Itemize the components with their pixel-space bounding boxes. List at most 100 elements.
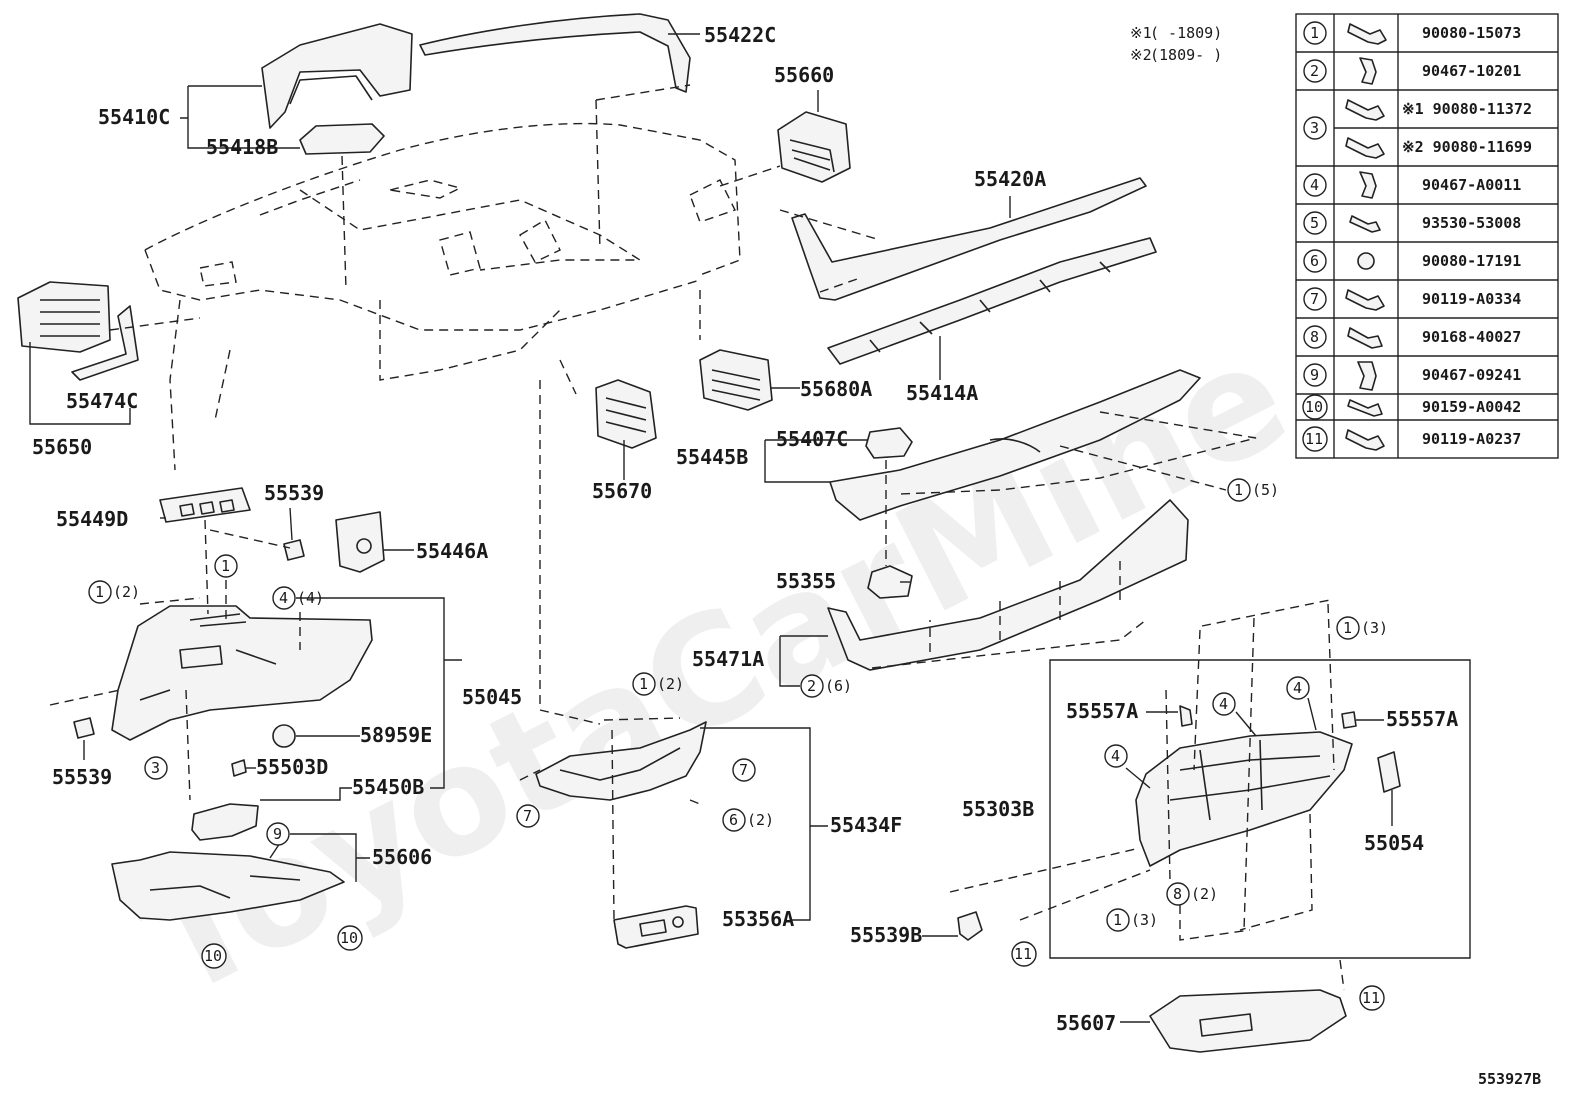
label-55670: 55670 bbox=[592, 479, 652, 503]
callout-6-2: 6 (2) bbox=[722, 808, 774, 832]
callout-1-5: 1 (5) bbox=[1227, 478, 1279, 502]
note-2-mark: ※2 bbox=[1130, 46, 1152, 64]
glovebox-55303B-shape bbox=[1135, 731, 1353, 867]
dashboard-outline bbox=[144, 122, 741, 471]
note-1-range: ( -1809) bbox=[1150, 24, 1222, 42]
screw-icon bbox=[1349, 215, 1381, 233]
label-55503D: 55503D bbox=[256, 755, 328, 779]
hood-55410C-shape bbox=[261, 23, 413, 129]
svg-text:1: 1 bbox=[95, 583, 104, 601]
label-55410C: 55410C bbox=[98, 105, 170, 129]
callout-1-3-top: 1 (3) bbox=[1336, 616, 1388, 640]
part-55355-shape bbox=[867, 565, 913, 599]
note-2-range: (1809- ) bbox=[1150, 46, 1222, 64]
svg-text:10: 10 bbox=[340, 929, 358, 947]
label-55445B: 55445B bbox=[676, 445, 748, 469]
svg-text:7: 7 bbox=[739, 761, 748, 779]
svg-text:1: 1 bbox=[1343, 619, 1352, 637]
svg-text:90080-15073: 90080-15073 bbox=[1422, 24, 1521, 42]
label-55539-upper: 55539 bbox=[264, 481, 324, 505]
callout-1-2-left: 1 (2) bbox=[88, 580, 140, 604]
svg-text:(3): (3) bbox=[1131, 911, 1158, 929]
damper-55054-shape bbox=[1377, 751, 1401, 793]
clip-55539b-shape bbox=[73, 717, 95, 739]
svg-text:11: 11 bbox=[1362, 989, 1380, 1007]
label-55471A: 55471A bbox=[692, 647, 764, 671]
knob-58959E-shape bbox=[272, 724, 296, 748]
callout-2-6: 2 (6) bbox=[800, 674, 852, 698]
callout-1-2-middle: 1 (2) bbox=[632, 672, 684, 696]
label-55422C: 55422C bbox=[704, 23, 776, 47]
callout-10-left: 10 bbox=[201, 943, 227, 969]
svg-text:2: 2 bbox=[1310, 62, 1319, 80]
callout-11-left: 11 bbox=[1011, 941, 1037, 967]
callout-4-a: 4 bbox=[1212, 692, 1236, 716]
svg-text:(6): (6) bbox=[825, 677, 852, 695]
callout-4-b: 4 bbox=[1286, 676, 1310, 700]
svg-text:10: 10 bbox=[204, 947, 222, 965]
svg-text:93530-53008: 93530-53008 bbox=[1422, 214, 1521, 232]
svg-text:6: 6 bbox=[1310, 252, 1319, 270]
label-55418B: 55418B bbox=[206, 135, 278, 159]
svg-text:10: 10 bbox=[1305, 398, 1323, 416]
bolt-icon bbox=[1347, 399, 1383, 417]
svg-text:90467-10201: 90467-10201 bbox=[1422, 62, 1521, 80]
notes: ※1 ( -1809) ※2 (1809- ) bbox=[1130, 24, 1222, 64]
callout-8-2: 8 (2) bbox=[1166, 882, 1218, 906]
label-55660: 55660 bbox=[774, 63, 834, 87]
garnish-55420A-shape bbox=[791, 177, 1147, 301]
bolt-icon bbox=[1345, 289, 1385, 311]
label-55539-lower: 55539 bbox=[52, 765, 112, 789]
svg-text:90119-A0237: 90119-A0237 bbox=[1422, 430, 1521, 448]
note-1-mark: ※1 bbox=[1130, 24, 1152, 42]
svg-text:4: 4 bbox=[1111, 747, 1120, 765]
label-55414A: 55414A bbox=[906, 381, 978, 405]
table-row: 2 90467-10201 bbox=[1303, 57, 1521, 85]
svg-text:9: 9 bbox=[273, 825, 282, 843]
callout-4-c: 4 bbox=[1104, 744, 1128, 768]
cluster-55418B-shape bbox=[299, 123, 385, 155]
svg-text:7: 7 bbox=[523, 807, 532, 825]
callout-7-right: 7 bbox=[732, 758, 756, 782]
svg-text:9: 9 bbox=[1310, 366, 1319, 384]
svg-text:4: 4 bbox=[279, 589, 288, 607]
leader-lines bbox=[29, 33, 1471, 1023]
label-55606: 55606 bbox=[372, 845, 432, 869]
illustrations bbox=[17, 13, 1401, 1053]
label-55449D: 55449D bbox=[56, 507, 128, 531]
svg-text:90119-A0334: 90119-A0334 bbox=[1422, 290, 1521, 308]
diagram-id: 553927B bbox=[1478, 1070, 1541, 1088]
svg-text:4: 4 bbox=[1293, 679, 1302, 697]
svg-text:4: 4 bbox=[1310, 176, 1319, 194]
clip-icon bbox=[1359, 57, 1377, 85]
svg-text:1: 1 bbox=[221, 557, 230, 575]
label-55650: 55650 bbox=[32, 435, 92, 459]
label-55474C: 55474C bbox=[66, 389, 138, 413]
table-row: 1 90080-15073 bbox=[1303, 21, 1521, 45]
svg-text:(4): (4) bbox=[297, 589, 324, 607]
clip-55539B-shape bbox=[957, 911, 983, 941]
vent-55670-shape bbox=[595, 379, 657, 449]
bolt-icon bbox=[1347, 23, 1387, 45]
table-row: 6 90080-17191 bbox=[1303, 249, 1521, 273]
svg-text:1: 1 bbox=[639, 675, 648, 693]
table-row: 7 90119-A0334 bbox=[1303, 287, 1521, 311]
stopper-55557Ab-shape bbox=[1341, 711, 1357, 729]
console-55445B-shape bbox=[829, 369, 1201, 521]
panel-55045-shape bbox=[111, 605, 373, 741]
label-55420A: 55420A bbox=[974, 167, 1046, 191]
svg-text:6: 6 bbox=[729, 811, 738, 829]
table-row: 3 ※1 90080-11372 ※2 90080-11699 bbox=[1303, 99, 1532, 159]
cover-55446A-shape bbox=[335, 511, 385, 573]
label-55450B: 55450B bbox=[352, 775, 424, 799]
callout-9: 9 bbox=[266, 822, 290, 846]
svg-text:(2): (2) bbox=[657, 675, 684, 693]
svg-text:(5): (5) bbox=[1252, 481, 1279, 499]
label-55434F: 55434F bbox=[830, 813, 902, 837]
table-row: 10 90159-A0042 bbox=[1302, 394, 1521, 420]
stopper-55557Aa-shape bbox=[1179, 705, 1193, 727]
svg-text:90168-40027: 90168-40027 bbox=[1422, 328, 1521, 346]
trim-55474C-shape bbox=[71, 305, 139, 381]
nut-icon bbox=[1357, 252, 1375, 270]
label-55607: 55607 bbox=[1056, 1011, 1116, 1035]
